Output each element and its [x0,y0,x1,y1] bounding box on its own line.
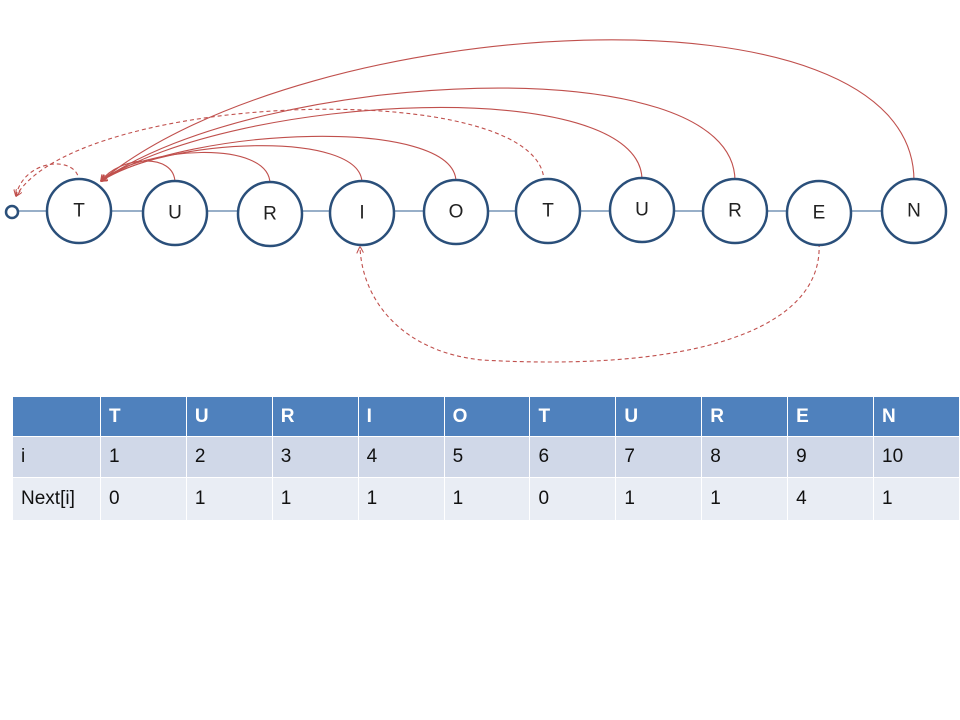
table-cell: 1 [443,477,531,521]
header-cell-3: R [271,396,359,437]
header-cell-2: U [185,396,273,437]
table-row-i: i 1 2 3 4 5 6 7 8 9 10 [12,436,960,478]
table-cell: 1 [615,477,703,521]
table-cell: 0 [529,477,617,521]
node-circle [328,179,396,247]
table-cell: 0 [100,477,187,521]
chain-node-7: U [608,176,676,244]
table-cell: 8 [701,436,789,478]
arc-node-2-to-node-1 [101,160,176,184]
dashed-arc-node-9-to-node-4 [360,242,820,363]
start-node [4,204,20,220]
table-cell: 10 [873,436,960,478]
node-circle [608,176,676,244]
node-circle [514,177,582,245]
header-cell-8: R [701,396,789,437]
chain-node-4: I [328,179,396,247]
row-label: Next[i] [12,477,101,521]
chain-node-3: R [236,180,304,248]
chain-node-8: R [701,177,769,245]
header-cell-9: E [787,396,875,437]
header-cell-1: T [100,396,187,437]
header-cell-10: N [873,396,960,437]
table-row-next: Next[i] 0 1 1 1 1 0 1 1 4 1 [12,477,960,521]
table-cell: 1 [100,436,187,478]
table-cell: 1 [873,477,960,521]
next-table: T U R I O T U R E N i 1 2 3 4 5 6 7 8 9 … [12,396,960,521]
node-circle [785,179,853,247]
chain-node-9: E [785,179,853,247]
header-cell-6: T [529,396,617,437]
header-corner [12,396,101,437]
node-letter: R [728,201,742,222]
table-cell: 2 [185,436,273,478]
header-cell-5: O [443,396,531,437]
table-cell: 4 [357,436,445,478]
arc-node-7-to-node-1 [101,106,643,181]
dashed-arc-node-6-to-start [16,108,545,196]
header-cell-7: U [615,396,703,437]
table-cell: 9 [787,436,875,478]
table-cell: 1 [185,477,273,521]
node-circle [422,178,490,246]
node-letter: T [542,201,554,222]
node-circle [236,180,304,248]
table-cell: 1 [357,477,445,521]
table-cell: 4 [787,477,875,521]
chain-node-10: N [880,177,948,245]
chain-node-2: U [141,179,209,247]
arc-node-4-to-node-1 [101,145,363,184]
arc-node-10-to-node-1 [101,39,915,181]
node-letter: E [813,203,826,224]
node-letter: U [635,200,649,221]
table-cell: 1 [271,477,359,521]
node-letter: I [359,203,364,224]
header-cell-4: I [357,396,445,437]
arc-node-8-to-node-1 [101,87,736,181]
table-cell: 7 [615,436,703,478]
node-circle [880,177,948,245]
arc-node-5-to-node-1 [101,135,457,183]
arc-layer [16,39,915,363]
node-letter: N [907,201,921,222]
node-letter: T [73,201,85,222]
table-header-row: T U R I O T U R E N [12,396,960,437]
node-letter: U [168,203,182,224]
node-circle [141,179,209,247]
table-cell: 6 [529,436,617,478]
table-cell: 3 [271,436,359,478]
node-letter: R [263,204,277,225]
chain-node-5: O [422,178,490,246]
node-circle [45,177,113,245]
row-label: i [12,436,101,478]
node-circle [701,177,769,245]
node-letter: O [449,202,464,223]
table-cell: 1 [701,477,789,521]
table-cell: 5 [443,436,531,478]
chain-node-1: T [45,177,113,245]
chain-node-6: T [514,177,582,245]
